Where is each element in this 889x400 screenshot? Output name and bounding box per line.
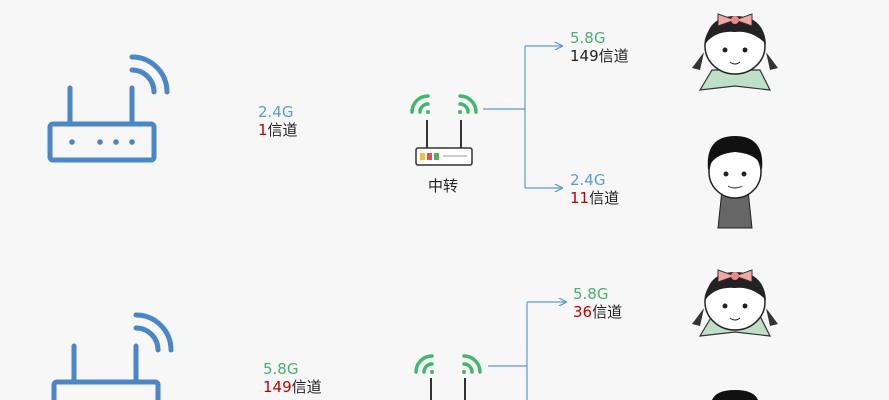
wifi-icon-left-bottom bbox=[414, 354, 434, 374]
branch-upper-label-bottom: 5.8G 36信道 bbox=[573, 285, 622, 321]
branch-upper-label: 5.8G 149信道 bbox=[570, 29, 629, 65]
band-text: 5.8G bbox=[573, 285, 609, 303]
router-icon-top bbox=[47, 54, 170, 163]
relay-label: 中转 bbox=[428, 177, 459, 195]
channel-text: 1信道 bbox=[258, 121, 298, 139]
top-connector bbox=[483, 46, 562, 188]
relay-router-icon-bottom bbox=[430, 378, 466, 400]
band-text: 2.4G bbox=[570, 171, 606, 189]
wifi-icon-right bbox=[458, 94, 478, 114]
band-text: 5.8G bbox=[263, 360, 299, 378]
band-text: 5.8G bbox=[570, 29, 606, 47]
channel-text: 36信道 bbox=[573, 303, 623, 321]
branch-lower-label: 2.4G 11信道 bbox=[570, 171, 619, 207]
channel-text: 11信道 bbox=[570, 189, 620, 207]
channel-text: 149信道 bbox=[263, 378, 322, 396]
band-text: 2.4G bbox=[258, 103, 294, 121]
wifi-icon-right-bottom bbox=[462, 354, 482, 374]
girl-meme-icon-bottom bbox=[692, 269, 778, 337]
router-icon-bottom bbox=[51, 312, 174, 400]
router-band-label-bottom: 5.8G 149信道 bbox=[263, 360, 322, 396]
relay-router-icon bbox=[415, 120, 473, 166]
boy-meme-icon bbox=[707, 136, 763, 229]
girl-meme-icon-top bbox=[692, 13, 778, 91]
bottom-connector bbox=[488, 302, 566, 400]
channel-text: 149信道 bbox=[570, 47, 629, 65]
router-band-label: 2.4G 1信道 bbox=[258, 103, 298, 139]
boy-meme-icon-bottom bbox=[712, 390, 758, 400]
wifi-icon-left bbox=[410, 94, 430, 114]
